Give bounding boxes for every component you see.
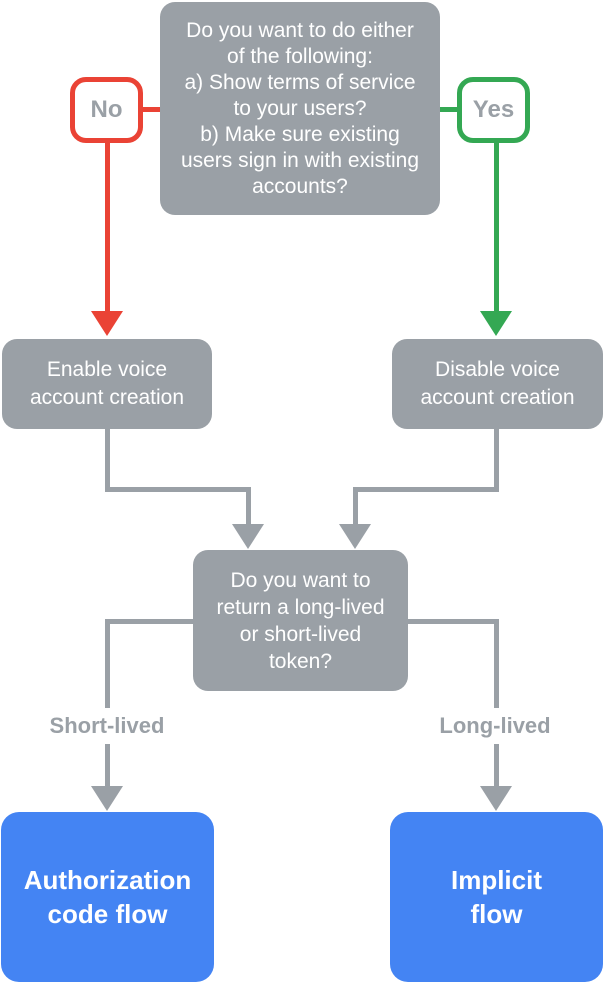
- short-lived-label: Short-lived: [22, 708, 192, 744]
- long-lived-line: [494, 619, 499, 786]
- top-question-node: Do you want to do either of the followin…: [160, 2, 440, 215]
- short-lived-arrowhead-icon: [91, 786, 123, 811]
- yes-branch-connector: [438, 107, 462, 112]
- yes-arrowhead-icon: [480, 311, 512, 336]
- no-arrowhead-icon: [91, 311, 123, 336]
- no-badge: No: [70, 77, 143, 143]
- long-lived-connector: [406, 619, 499, 624]
- short-lived-line: [105, 619, 110, 786]
- authorization-code-flow-node: Authorization code flow: [1, 812, 214, 982]
- disable-down-line: [353, 487, 358, 527]
- implicit-flow-node: Implicit flow: [390, 812, 603, 982]
- enable-out-line: [105, 428, 110, 490]
- no-branch-connector: [138, 107, 162, 112]
- no-branch-line: [105, 142, 110, 312]
- long-lived-arrowhead-icon: [480, 786, 512, 811]
- disable-arrowhead-icon: [339, 524, 371, 549]
- enable-elbow-line: [105, 487, 251, 492]
- yes-branch-line: [494, 142, 499, 312]
- long-lived-label: Long-lived: [410, 708, 580, 744]
- enable-arrowhead-icon: [232, 524, 264, 549]
- disable-out-line: [494, 428, 499, 490]
- disable-voice-account-node: Disable voice account creation: [392, 339, 603, 429]
- token-question-node: Do you want to return a long-lived or sh…: [193, 550, 408, 691]
- enable-down-line: [246, 487, 251, 527]
- short-lived-connector: [107, 619, 195, 624]
- yes-badge: Yes: [457, 77, 530, 143]
- enable-voice-account-node: Enable voice account creation: [2, 339, 212, 429]
- disable-elbow-line: [353, 487, 499, 492]
